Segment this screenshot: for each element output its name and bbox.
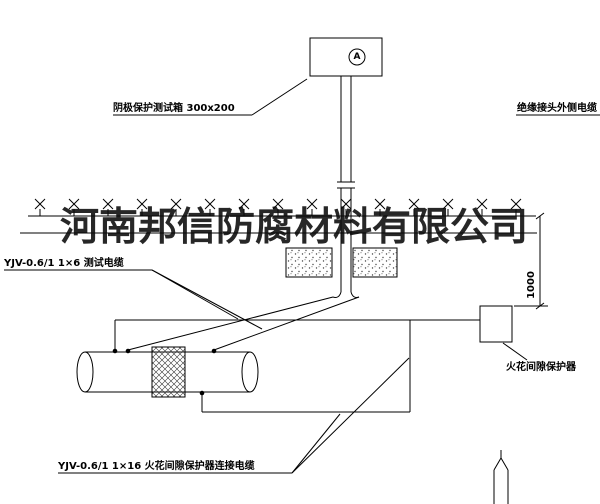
grade-marks xyxy=(34,198,522,216)
riser-symbol xyxy=(493,450,509,504)
conduit xyxy=(332,76,360,298)
test-box xyxy=(309,37,383,77)
test-box-leader xyxy=(113,78,308,116)
ammeter-circle xyxy=(348,48,366,66)
pipeline xyxy=(76,346,259,398)
ammeter-symbol: A xyxy=(353,52,361,62)
dimension-value: 1000 xyxy=(526,271,537,299)
ground-line xyxy=(20,198,537,234)
weld-point xyxy=(125,348,131,354)
test-cable-label: YJV-0.6/1 1×6 测试电缆 xyxy=(4,258,124,269)
test-cables xyxy=(127,296,360,351)
spark-gap-protector xyxy=(479,305,528,361)
test-cable-leader xyxy=(4,269,263,330)
weld-point xyxy=(211,348,217,354)
weld-point xyxy=(199,390,205,396)
spark-cable-leader xyxy=(58,357,410,474)
dimension-line xyxy=(514,212,548,310)
insulated-joint-cable-label: 绝缘接头外侧电缆 xyxy=(517,103,597,114)
spark-gap-protector-label: 火花间隙保护器 xyxy=(506,362,576,373)
spark-gap-cable-label: YJV-0.6/1 1×16 火花间隙保护器连接电缆 xyxy=(58,461,255,472)
insulating-joint xyxy=(151,346,186,398)
spark-gap-cables xyxy=(114,319,480,413)
concrete-blocks xyxy=(285,247,398,278)
weld-point xyxy=(112,348,118,354)
company-watermark: 河南邦信防腐材料有限公司 xyxy=(60,204,529,250)
test-box-label: 阴极保护测试箱 300x200 xyxy=(113,103,235,114)
